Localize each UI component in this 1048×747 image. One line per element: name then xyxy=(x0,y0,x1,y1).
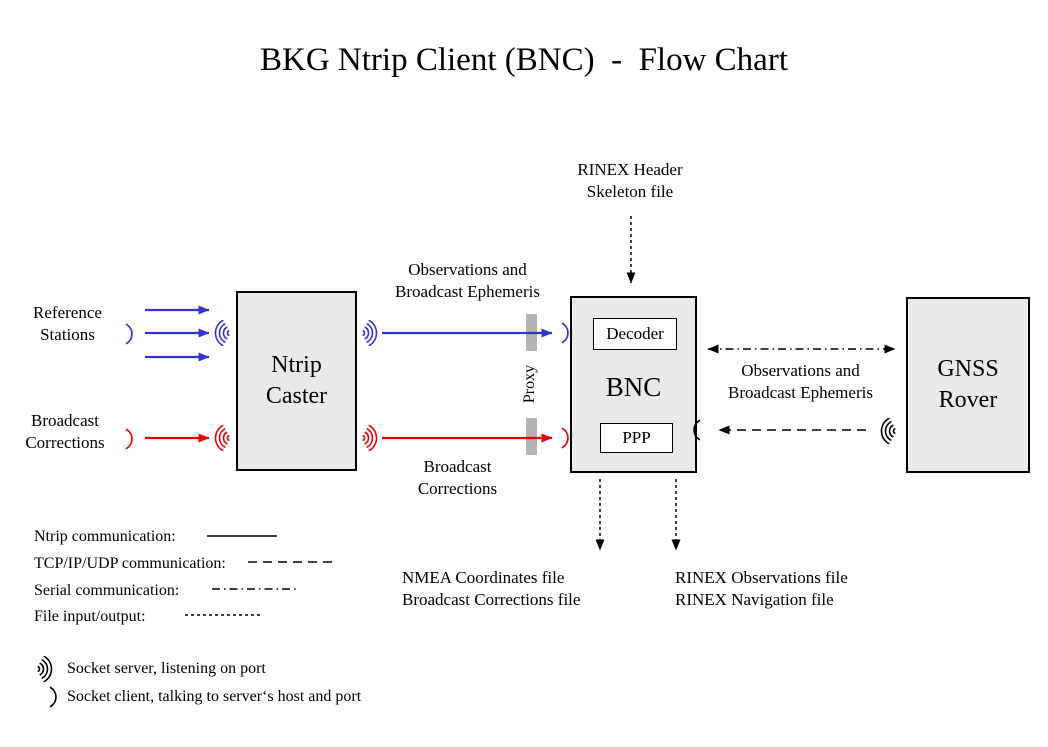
rinex-header-skeleton-label: RINEX Header Skeleton file xyxy=(577,160,683,202)
socket-client-icon xyxy=(124,323,133,345)
socket-client-legend-text: Socket client, talking to server‘s host … xyxy=(67,688,362,705)
gnss-rover-box: GNSS Rover xyxy=(906,297,1030,473)
socket-server-icon xyxy=(361,320,379,346)
socket-client-icon xyxy=(560,322,569,344)
legend-file-io: File input/output: xyxy=(34,608,146,625)
ppp-box: PPP xyxy=(600,423,673,453)
reference-stations-label: Reference Stations xyxy=(33,303,102,345)
broadcast-corrections-mid-label: Broadcast Corrections xyxy=(417,457,498,499)
bnc-box: Decoder BNC PPP xyxy=(570,296,697,473)
socket-client-icon xyxy=(560,427,569,449)
socket-server-icon xyxy=(361,425,379,451)
page-title: BKG Ntrip Client (BNC) - Flow Chart xyxy=(260,42,788,78)
nmea-output-label: NMEA Coordinates file Broadcast Correcti… xyxy=(402,568,581,610)
proxy-bar-top xyxy=(526,314,537,351)
legend-tcp-communication: TCP/IP/UDP communication: xyxy=(34,555,226,572)
socket-server-legend-text: Socket server, listening on port xyxy=(67,660,266,677)
socket-server-icon xyxy=(213,425,231,451)
observations-ephemeris-left-label: Observations and Broadcast Ephemeris xyxy=(395,260,540,302)
socket-client-icon xyxy=(693,419,702,441)
socket-server-icon xyxy=(879,418,897,444)
legend-serial-communication: Serial communication: xyxy=(34,582,180,599)
bnc-label: BNC xyxy=(605,372,662,402)
broadcast-corrections-input-label: Broadcast Corrections xyxy=(25,411,105,453)
decoder-box: Decoder xyxy=(593,318,677,350)
socket-server-icon xyxy=(36,656,54,682)
proxy-bar-bottom xyxy=(526,418,537,455)
observations-ephemeris-right-label: Observations and Broadcast Ephemeris xyxy=(728,361,873,403)
socket-client-icon xyxy=(48,686,57,708)
rinex-output-label: RINEX Observations file RINEX Navigation… xyxy=(675,568,848,610)
legend-ntrip-communication: Ntrip communication: xyxy=(34,528,176,545)
socket-client-icon xyxy=(124,428,133,450)
ntrip-caster-box: Ntrip Caster xyxy=(236,291,357,471)
socket-server-icon xyxy=(213,320,231,346)
proxy-label: Proxy xyxy=(521,364,538,404)
